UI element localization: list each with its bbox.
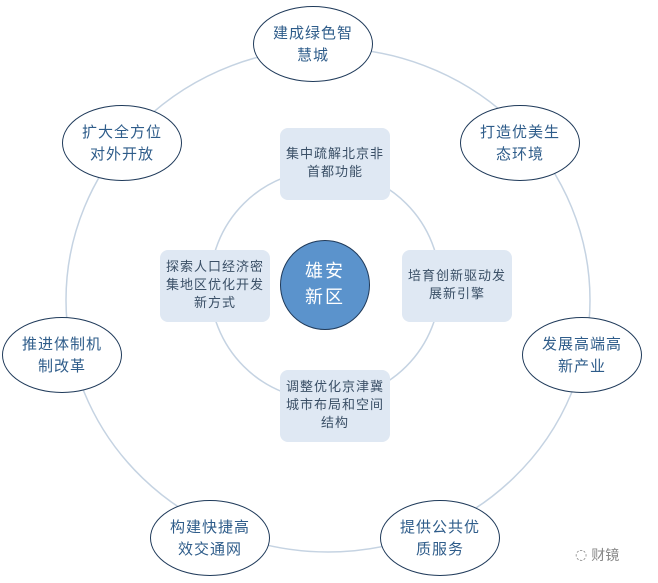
- inner-task-left: 探索人口经济密集地区优化开发新方式: [160, 250, 270, 322]
- center-circle: 雄安新区: [280, 240, 370, 330]
- watermark: ◌财镜: [575, 545, 619, 565]
- outer-goal-7: 扩大全方位对外开放: [62, 105, 182, 181]
- outer-goal-4: 提供公共优质服务: [380, 500, 500, 576]
- outer-goal-5: 构建快捷高效交通网: [150, 500, 270, 576]
- outer-goal-2: 打造优美生态环境: [460, 105, 580, 181]
- outer-goal-3: 发展高端高新产业: [522, 317, 642, 393]
- watermark-text: 财镜: [591, 548, 620, 564]
- inner-task-top: 集中疏解北京非首都功能: [280, 128, 390, 200]
- outer-goal-6: 推进体制机制改革: [2, 317, 122, 393]
- outer-goal-1: 建成绿色智慧城: [253, 6, 373, 82]
- inner-task-right: 培育创新驱动发展新引擎: [402, 250, 512, 322]
- wechat-icon: ◌: [575, 547, 588, 563]
- inner-task-bottom: 调整优化京津冀城市布局和空间结构: [280, 370, 390, 442]
